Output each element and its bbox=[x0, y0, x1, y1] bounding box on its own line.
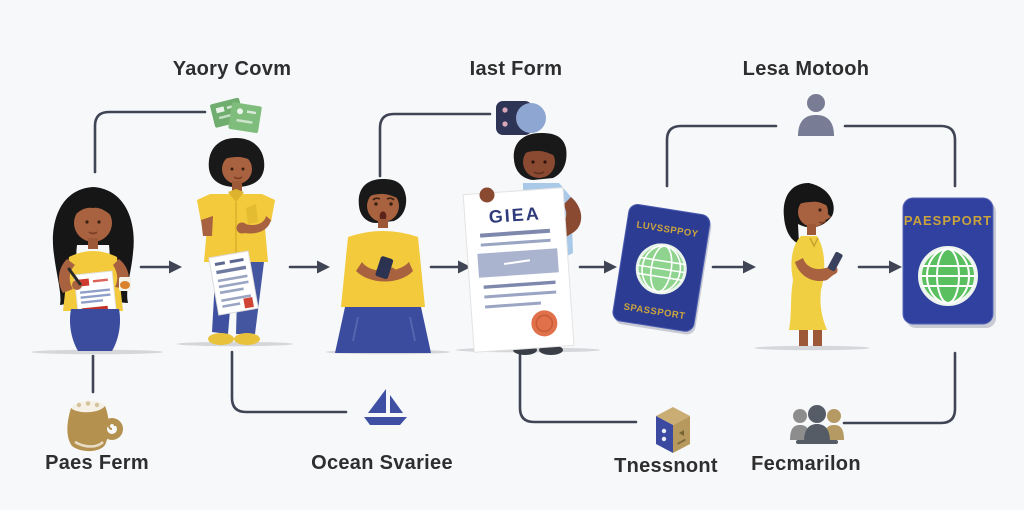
bottom-label-4: Fecmarilon bbox=[751, 453, 861, 475]
arrow-6-head bbox=[889, 260, 902, 274]
arrow-1-head bbox=[169, 260, 182, 274]
connector-top-middle bbox=[378, 112, 492, 178]
figure-surprised-man-with-phone bbox=[335, 179, 431, 353]
coffee-mug-icon bbox=[67, 400, 123, 452]
connector-top-left bbox=[93, 110, 207, 174]
stamped-document bbox=[208, 250, 259, 316]
connector-top-right-a bbox=[665, 124, 778, 188]
top-label-2: Iast Form bbox=[469, 58, 563, 80]
top-label-3: Lesa Motooh bbox=[742, 58, 870, 80]
passport-final-text: PAESPPORT bbox=[904, 213, 992, 228]
stamps-icon bbox=[210, 97, 262, 134]
connector-bottom-b bbox=[518, 348, 638, 424]
bottom-label-1: Paes Ferm bbox=[45, 452, 149, 474]
passport-middle: LUVSSPPOY SPASSPORT bbox=[612, 203, 712, 335]
person-icon bbox=[798, 94, 834, 136]
passport-final: PAESPPORT bbox=[902, 197, 996, 328]
ground-shadow-1 bbox=[31, 349, 163, 355]
camera-icon bbox=[496, 101, 546, 135]
arrow-4-head bbox=[604, 260, 617, 274]
ground-shadow-2 bbox=[177, 341, 293, 347]
people-group-icon bbox=[790, 405, 844, 444]
figure-woman-using-phone bbox=[783, 183, 843, 346]
top-label-1: Yaory Covm bbox=[172, 58, 292, 80]
connector-bottom-a bbox=[230, 350, 348, 414]
connector-top-right-b bbox=[843, 124, 957, 188]
certificate-title: GIEA bbox=[488, 203, 541, 227]
arrow-5-head bbox=[743, 260, 756, 274]
certificate-document: GIEA bbox=[462, 187, 575, 353]
ground-shadow-5 bbox=[754, 345, 870, 351]
figure-man-holding-certificate: GIEA bbox=[462, 133, 582, 355]
bottom-label-3: Tnessnont bbox=[614, 455, 718, 477]
connector-bottom-right bbox=[842, 351, 957, 425]
figure-woman-filling-form bbox=[52, 187, 134, 351]
arrow-3-head bbox=[458, 260, 471, 274]
bottom-label-2: Ocean Svariee bbox=[311, 452, 453, 474]
sailboat-icon bbox=[364, 389, 407, 425]
cube-icon bbox=[656, 407, 690, 453]
arrow-2-head bbox=[317, 260, 330, 274]
figure-man-presenting-document bbox=[197, 138, 275, 345]
